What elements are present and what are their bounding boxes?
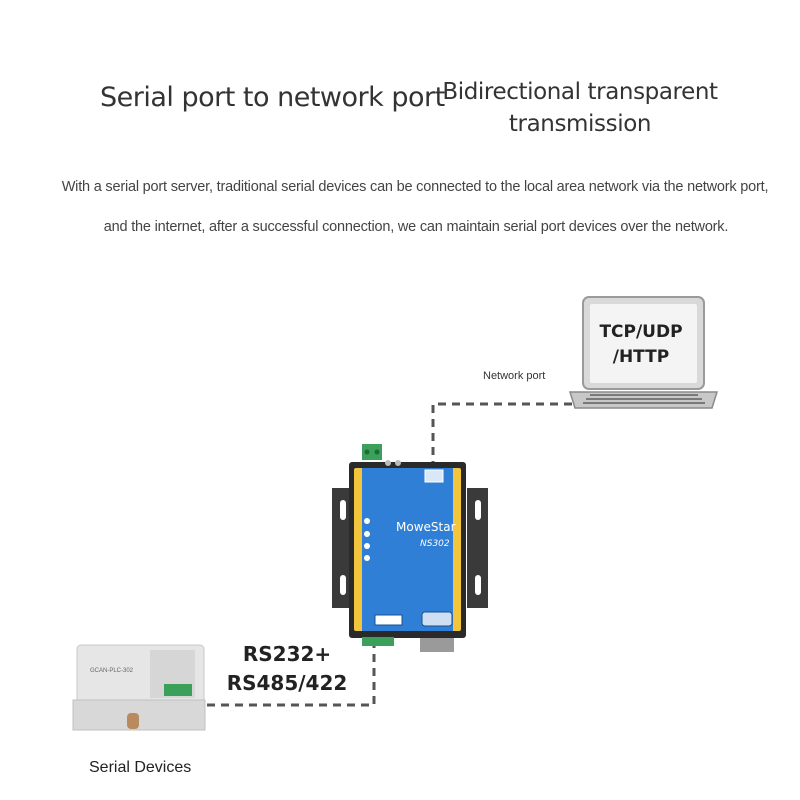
mounting-bracket — [332, 488, 488, 608]
laptop-screen-text: TCP/UDP /HTTP — [591, 320, 691, 370]
device-model: NS302 — [420, 539, 450, 549]
network-port-label: Network port — [483, 370, 546, 382]
serial-interface-line2: RS485/422 — [226, 671, 348, 695]
serial-interface-label: RS232+ RS485/422 — [222, 640, 352, 698]
serial-connection-line — [205, 640, 376, 707]
plc-model-label: GCAN-PLC-302 — [90, 668, 134, 674]
serial-server-device — [349, 444, 466, 652]
network-connection-line — [431, 402, 572, 470]
serial-interface-line1: RS232+ — [242, 642, 332, 666]
plc-serial-device — [72, 644, 206, 731]
heading-serial-to-network: Serial port to network port — [100, 82, 445, 113]
serial-devices-label: Serial Devices — [89, 759, 192, 776]
laptop-protocol-line1: TCP/UDP — [599, 322, 683, 342]
heading-bidirectional: Bidirectional transparent transmission — [440, 76, 720, 140]
heading-bidirectional-line1: Bidirectional transparent — [442, 79, 718, 105]
laptop-illustration — [568, 296, 719, 409]
description-line2: and the internet, after a successful con… — [103, 219, 729, 235]
device-brand: MoweStar — [396, 520, 456, 534]
laptop-protocol-line2: /HTTP — [612, 347, 670, 367]
description-line1: With a serial port server, traditional s… — [61, 179, 769, 195]
heading-bidirectional-line2: transmission — [508, 111, 652, 137]
